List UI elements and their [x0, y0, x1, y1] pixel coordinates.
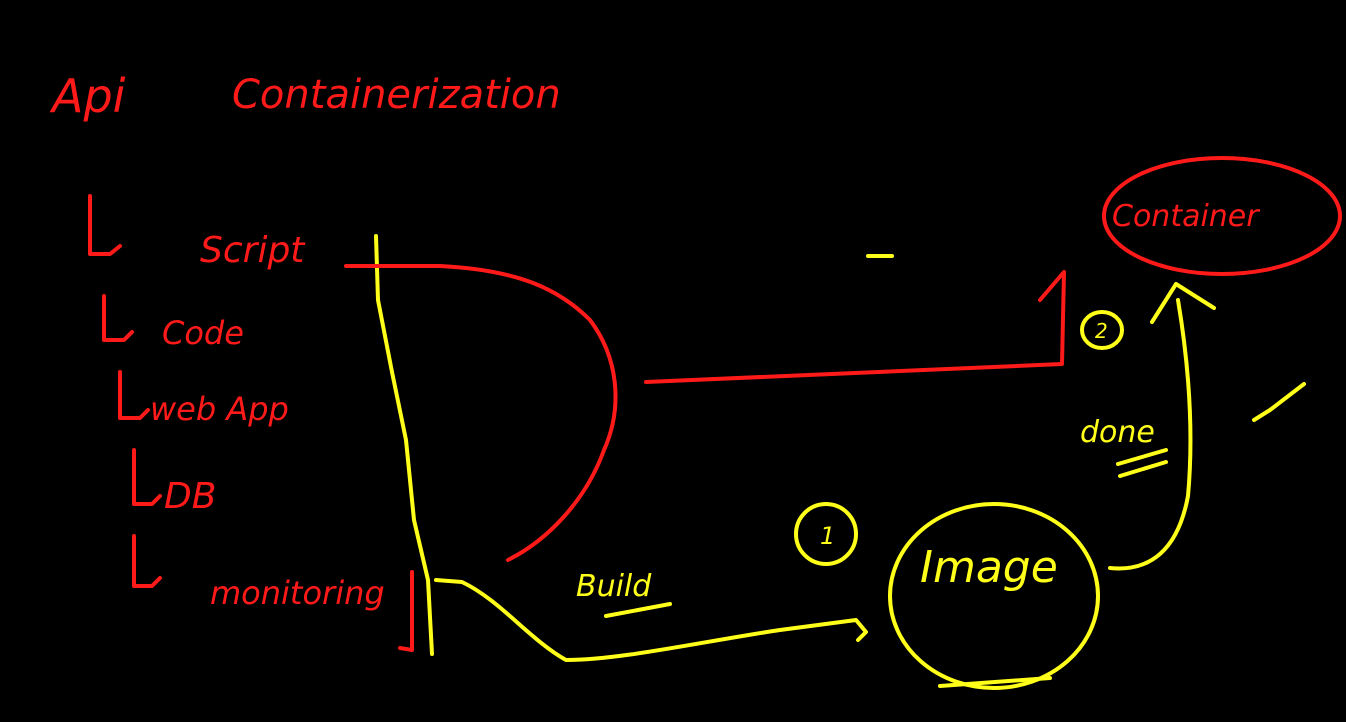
grouping-curve: [344, 264, 618, 562]
build-arrow: [434, 578, 868, 662]
list-item-label: monitoring: [210, 574, 385, 612]
step-2-marker: [1080, 310, 1124, 350]
list-item-label: Script: [200, 230, 306, 271]
container-oval: [1102, 156, 1342, 276]
list-item: monitoring: [132, 534, 385, 612]
heading-word-containerization: Containerization: [232, 72, 561, 118]
build-label: Build: [576, 569, 652, 604]
build-underline: [604, 602, 672, 618]
done-underline: [1116, 448, 1168, 478]
arrow-bullet-icon: [88, 194, 122, 256]
done-label: done: [1080, 415, 1155, 450]
step-2-label: 2: [1095, 319, 1108, 343]
arrow-bullet-icon: [118, 370, 150, 420]
arrow-bullet-icon: [132, 448, 162, 506]
arrow-bullet-icon: [102, 294, 134, 342]
run-arrow-head: [1150, 282, 1216, 324]
check-icon: [1252, 382, 1306, 422]
list-item-label: Code: [162, 314, 244, 352]
component-list: Script Code web App DB monitoring: [88, 194, 414, 652]
image-circle: [888, 502, 1100, 690]
arrow-bullet-icon: [132, 534, 162, 588]
list-item: DB: [132, 448, 216, 517]
list-item: Script: [88, 194, 306, 271]
deploy-arrow: [644, 270, 1066, 384]
run-arrow: [1108, 298, 1193, 571]
image-label: Image: [920, 542, 1058, 593]
list-item-label: web App: [150, 390, 289, 428]
step-1-label: 1: [820, 522, 835, 550]
list-item: web App: [118, 370, 289, 428]
list-group-bracket: [374, 234, 434, 656]
list-bracket: [398, 570, 414, 652]
heading-word-api: Api: [49, 69, 126, 123]
list-item: Code: [102, 294, 244, 352]
image-underline: [938, 676, 1052, 688]
container-label: Container: [1112, 199, 1260, 234]
list-item-label: DB: [164, 476, 216, 517]
step-1-marker: [794, 502, 858, 566]
